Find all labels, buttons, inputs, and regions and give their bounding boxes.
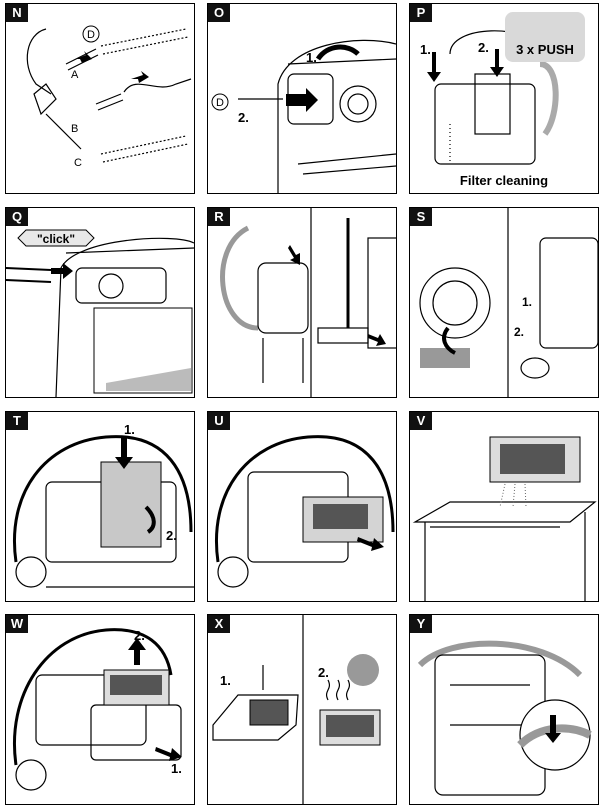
tap-filter-illustration	[412, 436, 597, 601]
filter-element	[249, 699, 289, 726]
panel-q: Q "click"	[5, 207, 195, 398]
panel-v: V	[409, 411, 599, 602]
step-2: 2.	[166, 528, 177, 543]
click-burst	[17, 229, 95, 247]
label-d: D	[216, 97, 224, 109]
panel-label: P	[410, 4, 432, 22]
arrow-down-icon	[427, 52, 441, 82]
panel-label: N	[6, 4, 28, 22]
filter-wash-dry-illustration: 1. 2.	[212, 615, 381, 804]
panel-label: W	[6, 615, 28, 633]
arrow-down-icon	[545, 715, 561, 743]
panel-r: R	[207, 207, 397, 398]
arrow-up-icon	[128, 638, 146, 665]
hose-connection-illustration: D A B C	[26, 25, 192, 169]
sun-icon	[347, 654, 379, 686]
label-a: A	[71, 69, 79, 81]
filter-cover	[100, 461, 162, 548]
step-1: 1.	[420, 42, 431, 57]
panel-x: X 1. 2.	[207, 614, 397, 805]
hose-stowage-illustration	[417, 640, 592, 796]
panel-label: X	[208, 615, 230, 633]
step-2: 2.	[318, 665, 329, 680]
arrow-icon	[131, 71, 149, 83]
panel-label: R	[208, 208, 230, 226]
step-1: 1.	[220, 673, 231, 688]
filter-pull-out-illustration	[215, 435, 395, 588]
rotate-arrow-icon	[315, 44, 360, 61]
arrow-icon	[357, 537, 384, 551]
push-label: 3 x PUSH	[516, 42, 574, 57]
arrow-down-icon	[490, 49, 504, 77]
panel-p: P 3 x PUSH 1. 2. Filter cleaning	[409, 3, 599, 194]
label-d: D	[87, 29, 95, 41]
panel-label: S	[410, 208, 432, 226]
floor-icon	[106, 368, 191, 391]
hose-click-illustration: "click"	[6, 229, 194, 397]
arrow-icon	[368, 334, 386, 346]
filter-replace-illustration: 2. 1.	[13, 628, 182, 791]
panel-n: N D A B C	[5, 3, 195, 194]
filter-element	[313, 504, 368, 529]
panel-s: S 1. 2.	[409, 207, 599, 398]
filter-element	[110, 675, 162, 695]
arrow-icon	[144, 505, 156, 534]
panel-label: Q	[6, 208, 28, 226]
push-callout	[505, 12, 585, 62]
panel-label: Y	[410, 615, 432, 633]
step-1: 1.	[522, 295, 532, 309]
arrow-icon	[51, 263, 73, 279]
filter-element	[326, 715, 374, 737]
label-b: B	[71, 123, 78, 135]
arrow-icon	[155, 747, 182, 761]
step-2: 2.	[134, 628, 145, 643]
filter-element	[500, 444, 565, 474]
arrow-down-icon	[115, 437, 133, 469]
step-1: 1.	[124, 422, 135, 437]
panel-y: Y	[409, 614, 599, 805]
hose-insert-illustration: D 1. 2.	[211, 39, 396, 193]
filter-removal-illustration: 1. 2.	[419, 208, 598, 397]
accessory-storage-illustration	[220, 208, 396, 397]
label-c: C	[74, 157, 82, 169]
dust-icon	[499, 483, 527, 508]
step-2: 2.	[238, 110, 249, 125]
filter-cover-illustration: 1. 2.	[13, 422, 194, 588]
caption: Filter cleaning	[460, 173, 548, 188]
debris-icon	[420, 348, 470, 368]
step-2: 2.	[478, 40, 489, 55]
panel-o: O D 1. 2.	[207, 3, 397, 194]
panel-label: O	[208, 4, 230, 22]
arrow-icon	[76, 51, 92, 63]
filter-cleaning-illustration: 3 x PUSH 1. 2. Filter cleaning	[420, 12, 585, 188]
arrow-icon	[442, 326, 456, 355]
step-1: 1.	[171, 761, 182, 776]
panel-label: T	[6, 412, 28, 430]
panel-t: T 1. 2.	[5, 411, 195, 602]
step-2: 2.	[514, 325, 524, 339]
panel-label: V	[410, 412, 432, 430]
panel-u: U	[207, 411, 397, 602]
panel-label: U	[208, 412, 230, 430]
arrow-icon	[286, 88, 318, 112]
arrow-icon	[288, 245, 300, 265]
click-label: "click"	[37, 232, 75, 246]
panel-w: W 2. 1.	[5, 614, 195, 805]
step-1: 1.	[306, 50, 317, 65]
